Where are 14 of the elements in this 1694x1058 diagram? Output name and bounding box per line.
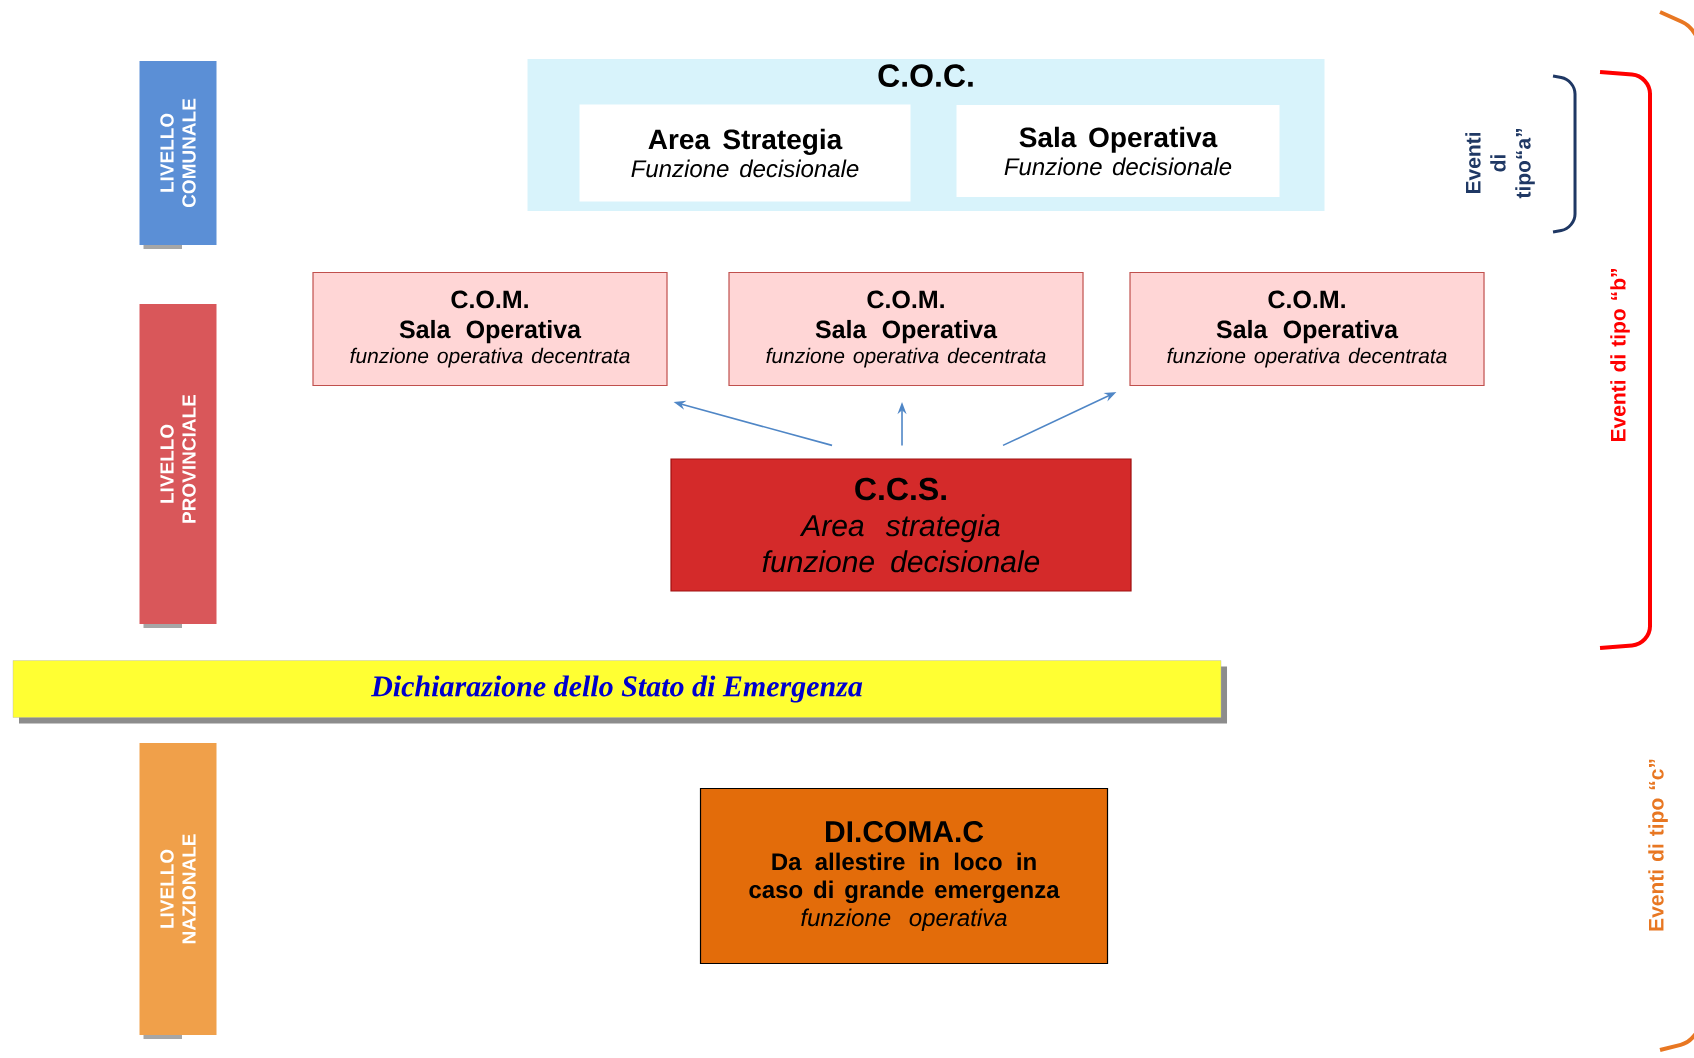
process-box: Area Strategia Funzione decisionale <box>579 104 911 202</box>
process-box: C.C.S. Area strategia funzione decisionale <box>670 458 1132 592</box>
process-box: C.O.M. Sala Operativa funzione operativa decentrata <box>312 271 668 387</box>
level-band: LIVELLO PROVINCIALE <box>139 304 217 628</box>
level-band: LIVELLO COMUNALE <box>139 61 217 249</box>
bracket-label: Eventi di tipo “b” <box>1610 269 1630 442</box>
bracket-label: Eventi di tipo“a” <box>1465 128 1535 199</box>
level-band: LIVELLO NAZIONALE <box>139 743 217 1039</box>
process-box: Sala Operativa Funzione decisionale <box>956 105 1280 197</box>
process-box: C.O.M. Sala Operativa funzione operativa decentrata <box>728 271 1084 387</box>
banner: Dichiarazione dello Stato di Emergenza <box>12 660 1227 724</box>
process-box: C.O.M. Sala Operativa funzione operativa decentrata <box>1129 271 1485 387</box>
process-box: DI.COMA.C Da allestire in loco in caso di grande emergenza funzione operativa <box>699 787 1109 965</box>
bracket-label: Eventi di tipo “c” <box>1648 759 1668 931</box>
